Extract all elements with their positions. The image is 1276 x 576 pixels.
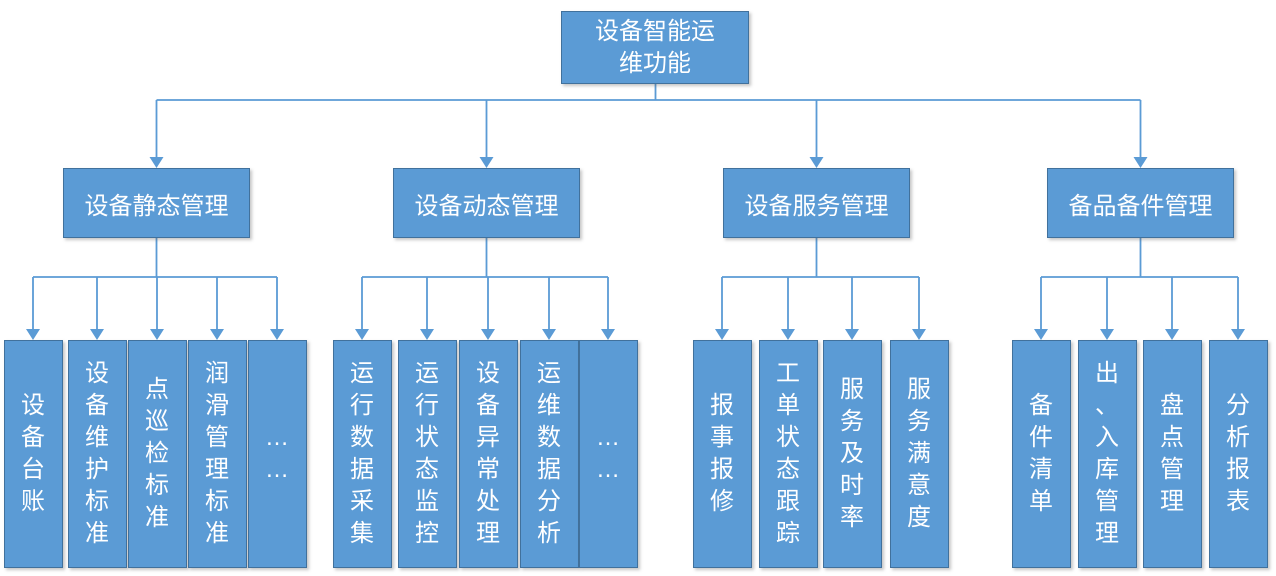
leaf-label: 运行状态监控 [415, 360, 439, 547]
leaf-node: 点巡检标准 [127, 340, 187, 568]
leaf-label: 设备台账 [21, 392, 45, 515]
leaf-node: 设备台账 [3, 340, 63, 568]
branch-spare-parts-management: 备品备件管理 [1047, 168, 1234, 238]
leaf-label: 服务及时率 [840, 376, 864, 531]
leaf-node: 运维数据分析 [519, 340, 579, 568]
leaf-node: 运行状态监控 [397, 340, 457, 568]
leaf-node: 运行数据采集 [332, 340, 392, 568]
root-node-equipment-intelligent-om: 设备智能运 维功能 [561, 11, 749, 84]
leaf-node: 报事报修 [692, 340, 752, 568]
leaf-label: 点巡检标准 [145, 376, 169, 531]
leaf-label: 运维数据分析 [537, 360, 561, 547]
leaf-label: 报事报修 [710, 392, 734, 515]
leaf-label: 服务满意度 [907, 376, 931, 531]
leaf-label: 设备维护标准 [85, 360, 109, 547]
leaf-node: 分析报表 [1208, 340, 1268, 568]
leaf-node: 服务及时率 [822, 340, 882, 568]
branch-static-management: 设备静态管理 [63, 168, 250, 238]
leaf-node: 润滑管理标准 [187, 340, 247, 568]
leaf-label: 盘点管理 [1160, 392, 1184, 515]
branch-service-management: 设备服务管理 [723, 168, 910, 238]
leaf-label: …… [596, 424, 620, 483]
leaf-label: 备件清单 [1029, 392, 1053, 515]
leaf-label: 分析报表 [1226, 392, 1250, 515]
leaf-label: 工单状态跟踪 [776, 360, 800, 547]
tree-connector-path [32, 84, 1239, 329]
leaf-label: 运行数据采集 [350, 360, 374, 547]
leaf-label: 出、入库管理 [1095, 360, 1119, 547]
leaf-label: 设备异常处理 [476, 360, 500, 547]
leaf-label: 润滑管理标准 [205, 360, 229, 547]
leaf-node: 出、入库管理 [1077, 340, 1137, 568]
leaf-node: 备件清单 [1011, 340, 1071, 568]
leaf-label: …… [265, 424, 289, 483]
branch-dynamic-management: 设备动态管理 [393, 168, 580, 238]
leaf-node-ellipsis: …… [578, 340, 638, 568]
leaf-node: 工单状态跟踪 [758, 340, 818, 568]
leaf-node: 服务满意度 [889, 340, 949, 568]
leaf-node-ellipsis: …… [247, 340, 307, 568]
leaf-node: 盘点管理 [1142, 340, 1202, 568]
leaf-node: 设备维护标准 [67, 340, 127, 568]
leaf-node: 设备异常处理 [458, 340, 518, 568]
